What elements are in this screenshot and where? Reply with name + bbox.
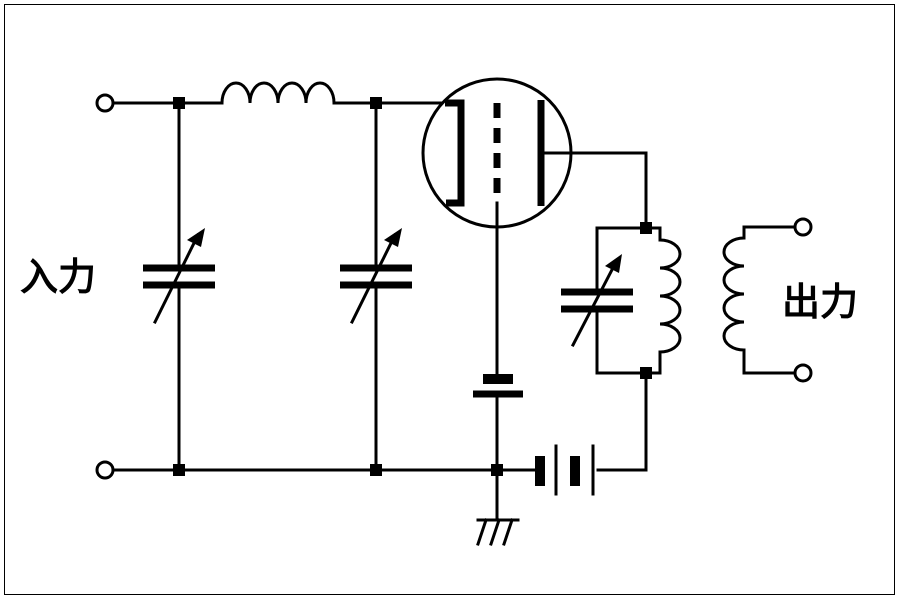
input-terminal-top	[95, 93, 115, 113]
junction-dots	[173, 97, 652, 476]
input-label: 入力	[20, 255, 96, 299]
diagram-frame	[4, 4, 895, 595]
tank-circuit	[561, 226, 682, 375]
input-terminal-bottom	[95, 460, 115, 480]
battery	[535, 444, 595, 496]
primary-coil	[658, 226, 682, 375]
output-label: 出力	[782, 280, 858, 324]
output-terminal-top	[793, 217, 813, 237]
plate-lead	[539, 151, 648, 472]
variable-capacitor-2	[340, 101, 412, 472]
bypass-capacitor	[473, 225, 523, 472]
series-inductor	[220, 81, 336, 105]
variable-capacitor-1	[143, 101, 215, 472]
tube-cathode	[445, 99, 465, 207]
secondary-coil	[722, 225, 797, 375]
variable-capacitor-3	[561, 254, 633, 348]
output-transformer-secondary	[722, 217, 813, 383]
ground-symbol	[476, 468, 520, 546]
output-terminal-bottom	[793, 363, 813, 383]
input-terminals	[95, 93, 115, 480]
